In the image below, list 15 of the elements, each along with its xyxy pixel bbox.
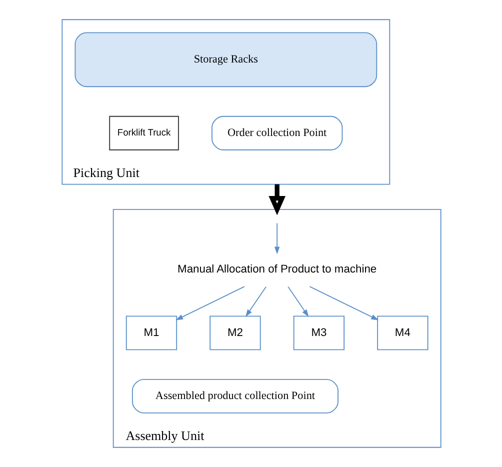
arrow (268, 184, 286, 216)
node-box: Order collection Point (211, 116, 342, 150)
node-box: M4 (376, 316, 428, 350)
node-box: Assembled product collection Point (131, 378, 338, 414)
node-box: Forklift Truck (108, 116, 178, 150)
node-box: M1 (125, 316, 177, 350)
arrow (175, 286, 244, 320)
arrow (245, 286, 266, 317)
arrow (274, 222, 280, 254)
node-text: Manual Allocation of Product to machine (177, 264, 376, 276)
node-box: Storage Racks (74, 32, 377, 88)
arrow (308, 286, 378, 320)
node-box: M2 (209, 316, 260, 350)
arrow (287, 286, 308, 317)
node-box: M3 (292, 316, 344, 350)
